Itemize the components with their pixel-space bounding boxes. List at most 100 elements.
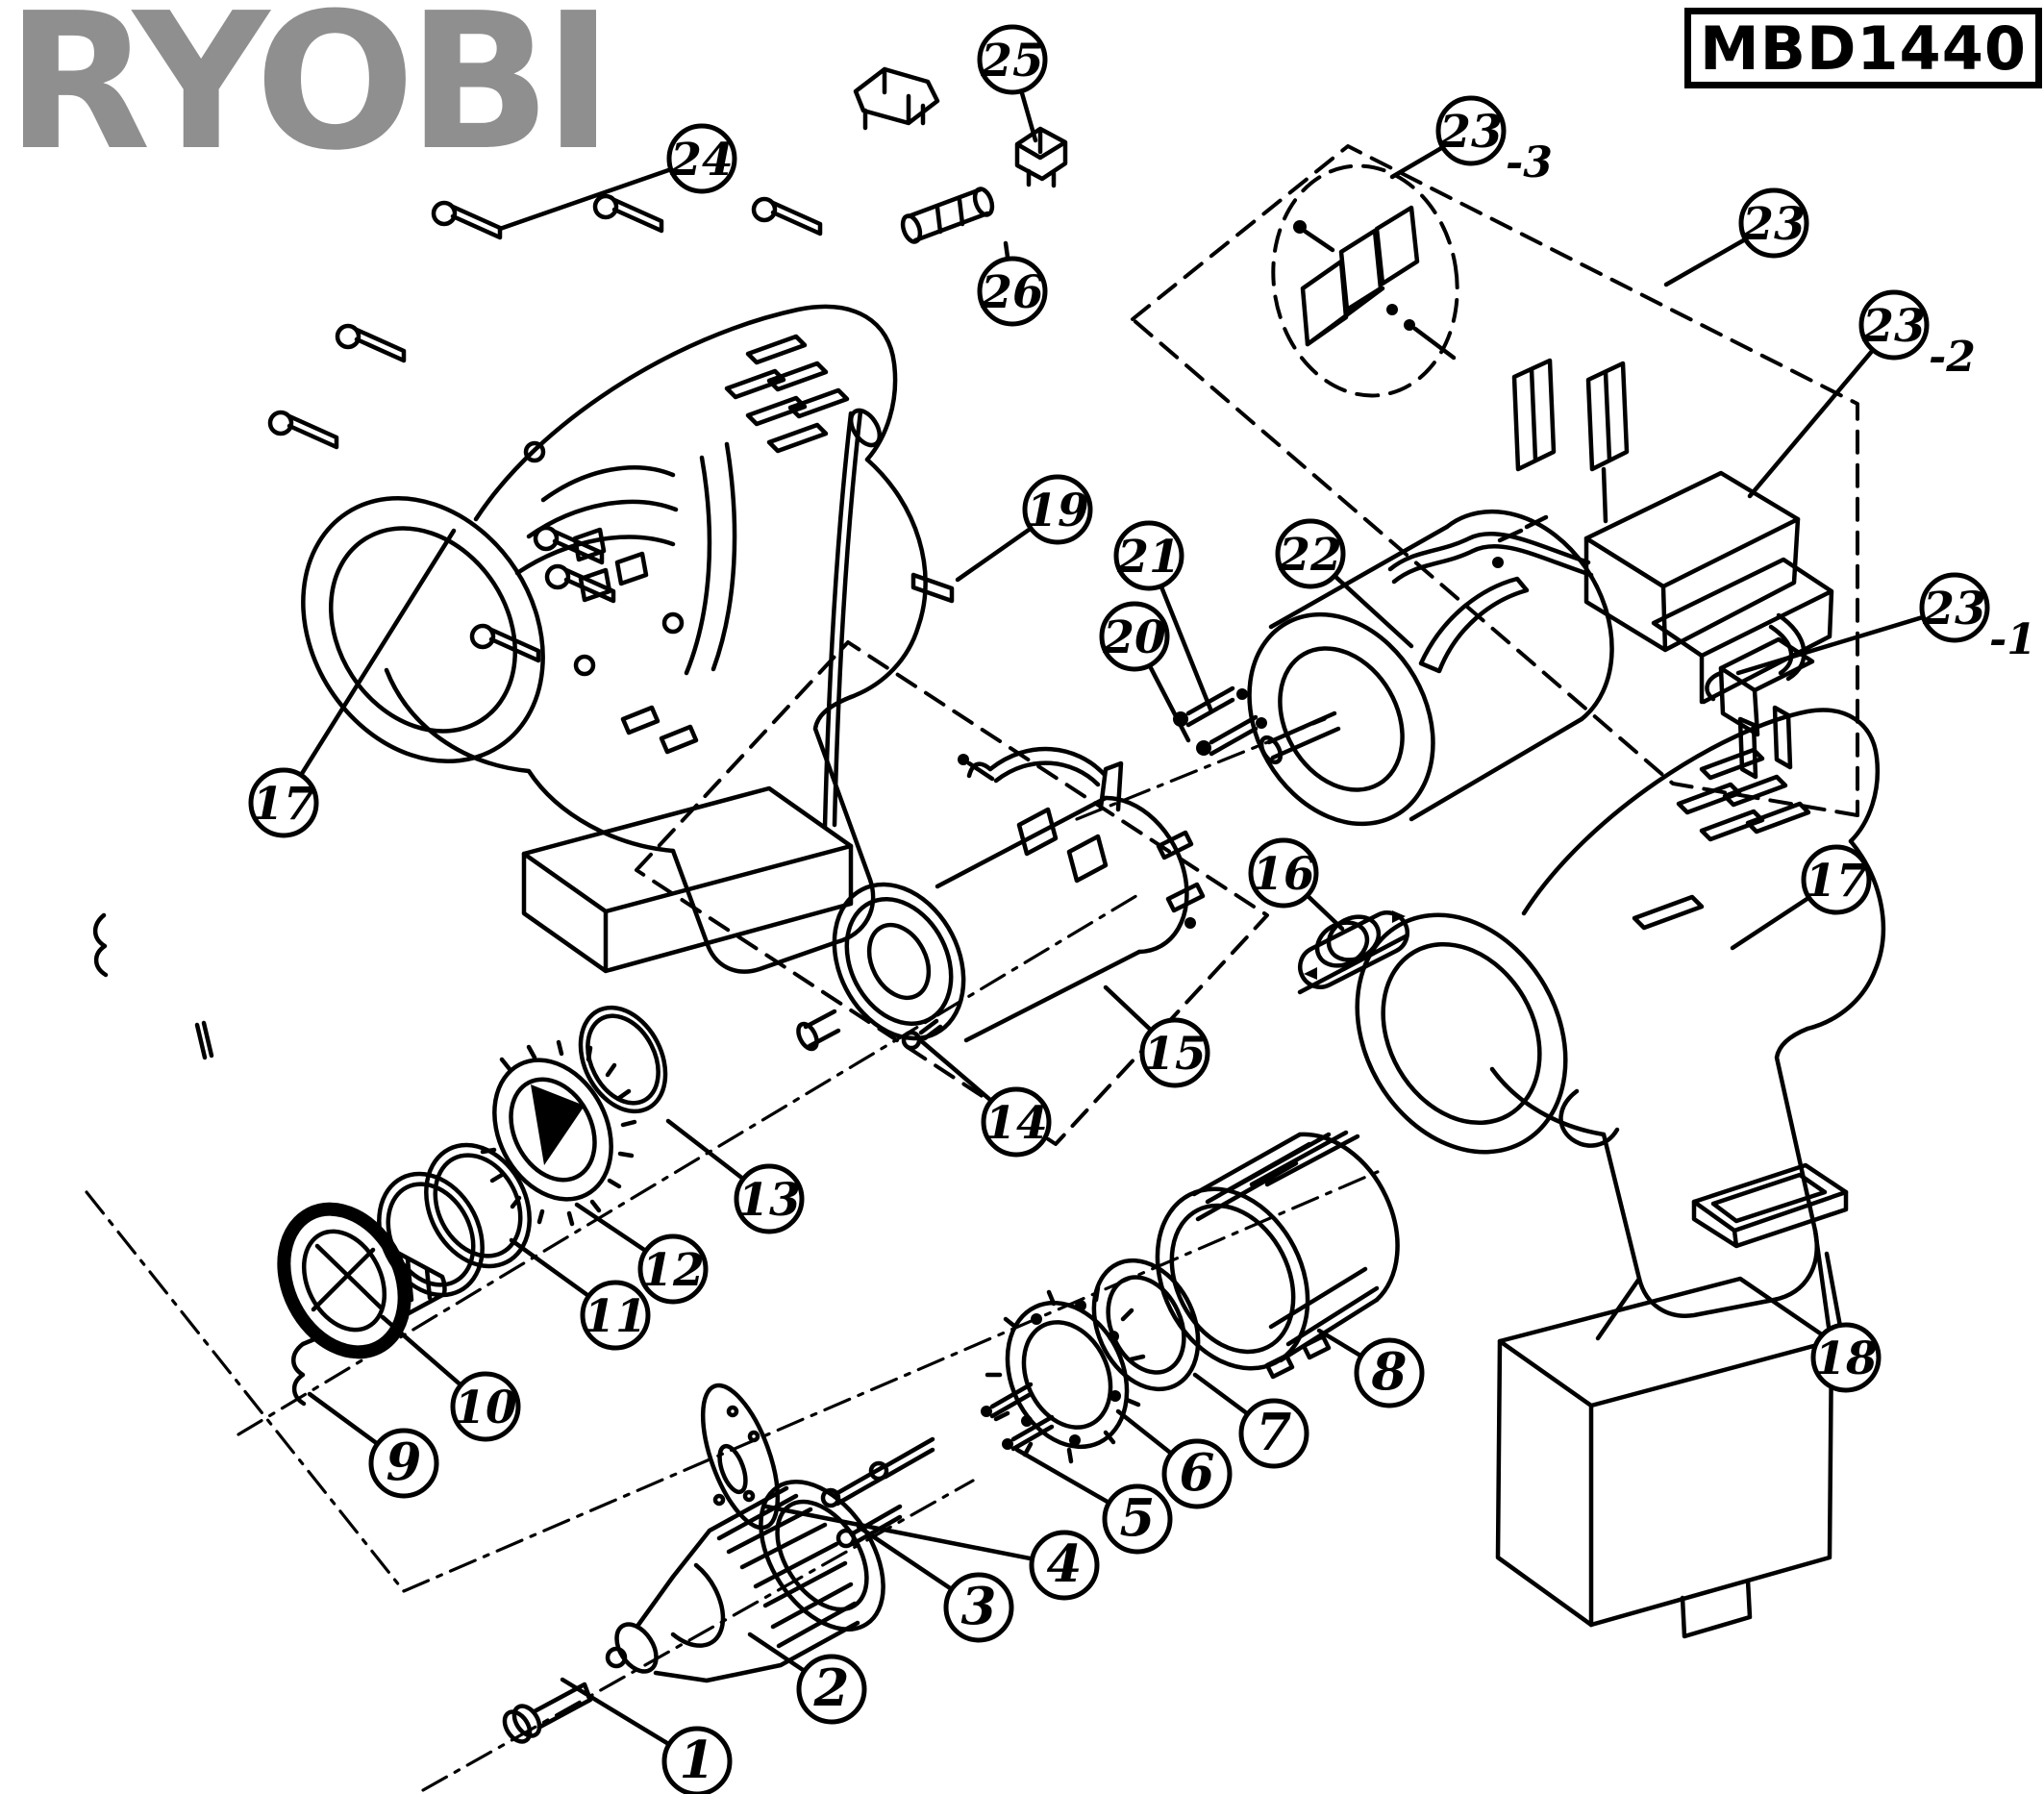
washer-plate-4: [700, 1383, 781, 1531]
callout-circle: [1738, 187, 1809, 259]
callout-number: 17: [1805, 855, 1868, 908]
callout-25: 25: [977, 24, 1048, 143]
callout-10: 10: [380, 1314, 521, 1442]
callout-8: 8: [1316, 1328, 1425, 1408]
callout-number: 22: [1278, 529, 1341, 582]
callout-24: 24: [497, 123, 737, 232]
callout-circle: [1238, 1398, 1309, 1469]
model-number-box: MBD1440: [1684, 8, 2042, 88]
leader-line: [298, 528, 457, 778]
leader-line: [1147, 662, 1191, 743]
callout-number: 23: [1922, 583, 1985, 635]
callout-number: 8: [1371, 1342, 1408, 1402]
gearbox-dashed-outline: [635, 640, 1269, 1146]
callout-number: 17: [252, 778, 315, 831]
callout-number: 16: [1252, 848, 1314, 901]
callout-number: 13: [737, 1174, 800, 1227]
callout-number: 2: [813, 1658, 850, 1718]
callout-number: 23: [1861, 300, 1925, 353]
callout-number: 14: [985, 1097, 1047, 1150]
o-ring-13: [578, 1005, 668, 1114]
switch-detail-23-3: [1293, 205, 1457, 361]
callout-suffix: -3: [1506, 138, 1553, 187]
callout-number: 10: [454, 1382, 517, 1434]
motor-screws-20-21: [1173, 685, 1267, 757]
leader-line: [1103, 984, 1154, 1033]
callout-number: 21: [1116, 531, 1180, 584]
callout-4: 4: [763, 1504, 1100, 1601]
ryobi-logo: RYOBI: [6, 0, 613, 192]
callout-circle: [977, 24, 1048, 95]
callout-23-1: 23-1: [1735, 572, 2036, 676]
callout-1: 1: [560, 1677, 733, 1794]
clutch-housing-8: [1155, 1130, 1400, 1380]
callout-number: 20: [1102, 611, 1166, 664]
callout-circle: [1801, 844, 1872, 915]
callout-17: 17: [248, 528, 457, 838]
motor: [1247, 509, 1614, 827]
callout-circle: [1248, 837, 1319, 909]
callout-circle: [637, 1233, 709, 1305]
leader-line: [1159, 584, 1214, 714]
leader-line: [1115, 1408, 1174, 1457]
leader-line: [1747, 347, 1876, 499]
callout-number: 9: [386, 1433, 422, 1492]
callout-14: 14: [915, 1035, 1052, 1158]
leader-line: [1332, 573, 1414, 649]
callout-circle: [734, 1163, 805, 1234]
callout-number: 1: [680, 1731, 715, 1790]
callout-11: 11: [509, 1237, 651, 1351]
callout-number: 23: [1741, 198, 1805, 251]
callout-circle: [1275, 518, 1346, 589]
housing-right-half: [1355, 708, 1886, 1639]
leader-line: [747, 1632, 808, 1674]
chuck-2: [605, 1480, 885, 1683]
callout-circle: [450, 1371, 521, 1442]
callout-22: 22: [1275, 518, 1414, 649]
callout-5: 5: [1014, 1447, 1173, 1555]
gearbox: [796, 746, 1206, 1052]
callout-number: 7: [1257, 1403, 1292, 1462]
screws-5: [981, 1382, 1055, 1452]
leader-line: [1014, 1447, 1111, 1506]
leader-line: [1003, 240, 1010, 262]
callout-circle: [580, 1280, 651, 1351]
label-plate-18: [1691, 1162, 1849, 1249]
callout-suffix: -1: [1989, 615, 2036, 664]
leader-line: [665, 1118, 746, 1182]
housing-screws: [267, 193, 823, 663]
callout-number: 25: [980, 35, 1043, 87]
callout-circle: [1919, 572, 1990, 643]
clutch-collar-10: [277, 1202, 447, 1359]
callout-23-3: 23-3: [1389, 95, 1553, 187]
callout-circle: [1354, 1337, 1425, 1408]
fr-selector-button: [1297, 910, 1409, 995]
callout-9: 9: [307, 1391, 439, 1499]
callout-number: 26: [980, 266, 1043, 319]
leader-line: [497, 166, 674, 232]
pin-part-19: [910, 572, 955, 604]
clip-part-9: [92, 912, 317, 1407]
callout-23-2: 23-2: [1747, 289, 1976, 499]
callout-circle: [248, 767, 319, 838]
leader-line: [1735, 614, 1926, 676]
callout-circle: [661, 1726, 733, 1794]
callout-circle: [796, 1654, 867, 1725]
callout-3: 3: [856, 1524, 1014, 1643]
leader-line: [763, 1504, 1034, 1561]
chuck-screw-1: [502, 1682, 593, 1744]
leader-line: [1730, 895, 1811, 951]
callout-number: 11: [584, 1290, 646, 1343]
callout-21: 21: [1113, 520, 1214, 714]
leader-line: [1192, 1372, 1250, 1416]
leader-line: [1305, 893, 1345, 932]
callout-18: 18: [1810, 1251, 1882, 1393]
callout-number: 12: [641, 1244, 704, 1297]
clip-part-25: [1014, 126, 1068, 188]
leader-line: [955, 526, 1034, 583]
leader-line: [560, 1677, 672, 1747]
callout-circle: [1139, 1017, 1210, 1088]
callout-number: 15: [1143, 1028, 1206, 1081]
